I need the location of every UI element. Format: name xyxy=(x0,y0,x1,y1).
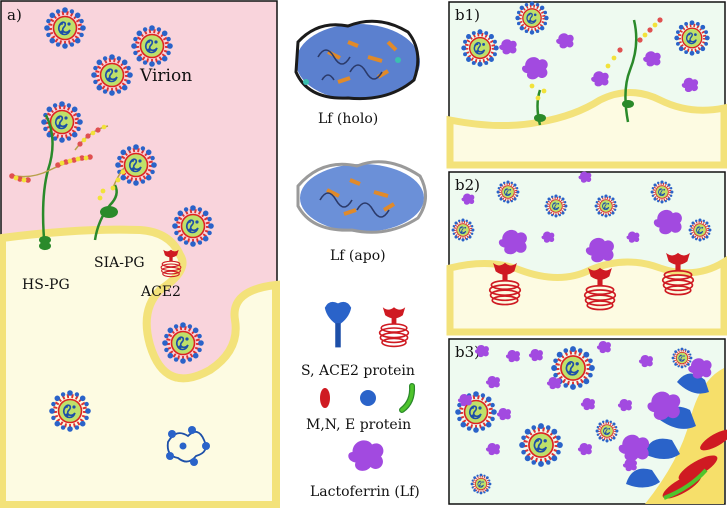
sia-pg-chain xyxy=(93,167,126,241)
panel-b2-letter: b2) xyxy=(455,176,480,194)
panel-b3: b3) xyxy=(448,338,727,505)
zoomed-membrane xyxy=(618,358,727,504)
panel-b2: b2) xyxy=(446,171,727,336)
panel-b1: b1) xyxy=(446,0,727,169)
sia-pg-label: SIA-PG xyxy=(94,255,145,271)
legend-lf-label: Lactoferrin (Lf) xyxy=(310,484,420,500)
lf-holo-structure xyxy=(294,19,420,101)
hs-pg-label: HS-PG xyxy=(22,277,70,293)
lf-holo-label: Lf (holo) xyxy=(318,111,378,127)
panel-b3-letter: b3) xyxy=(455,343,480,361)
ace2-receptor-icon xyxy=(378,306,410,348)
virion-label: Virion xyxy=(139,66,192,86)
n-protein-cluster xyxy=(166,426,210,466)
panel-a: a) Virion HS-PG SIA-PG xyxy=(0,0,280,508)
panel-a-letter: a) xyxy=(7,6,22,24)
n-protein-icon xyxy=(360,390,376,406)
hs-pg-chain xyxy=(9,114,109,251)
lf-apo-label: Lf (apo) xyxy=(330,248,386,264)
legend-mne-label: M,N, E protein xyxy=(306,417,411,433)
lf-apo-structure xyxy=(296,160,427,234)
ace2-label: ACE2 xyxy=(140,284,181,300)
lactoferrin-icon xyxy=(348,440,384,471)
center-column: Lf (holo) Lf (apo) S, ACE2 protein M,N, … xyxy=(294,19,427,500)
legend-s-ace2-label: S, ACE2 protein xyxy=(301,363,415,379)
spike-protein-icon xyxy=(324,301,352,348)
m-protein-icon xyxy=(320,388,330,408)
panel-b1-letter: b1) xyxy=(455,6,480,24)
